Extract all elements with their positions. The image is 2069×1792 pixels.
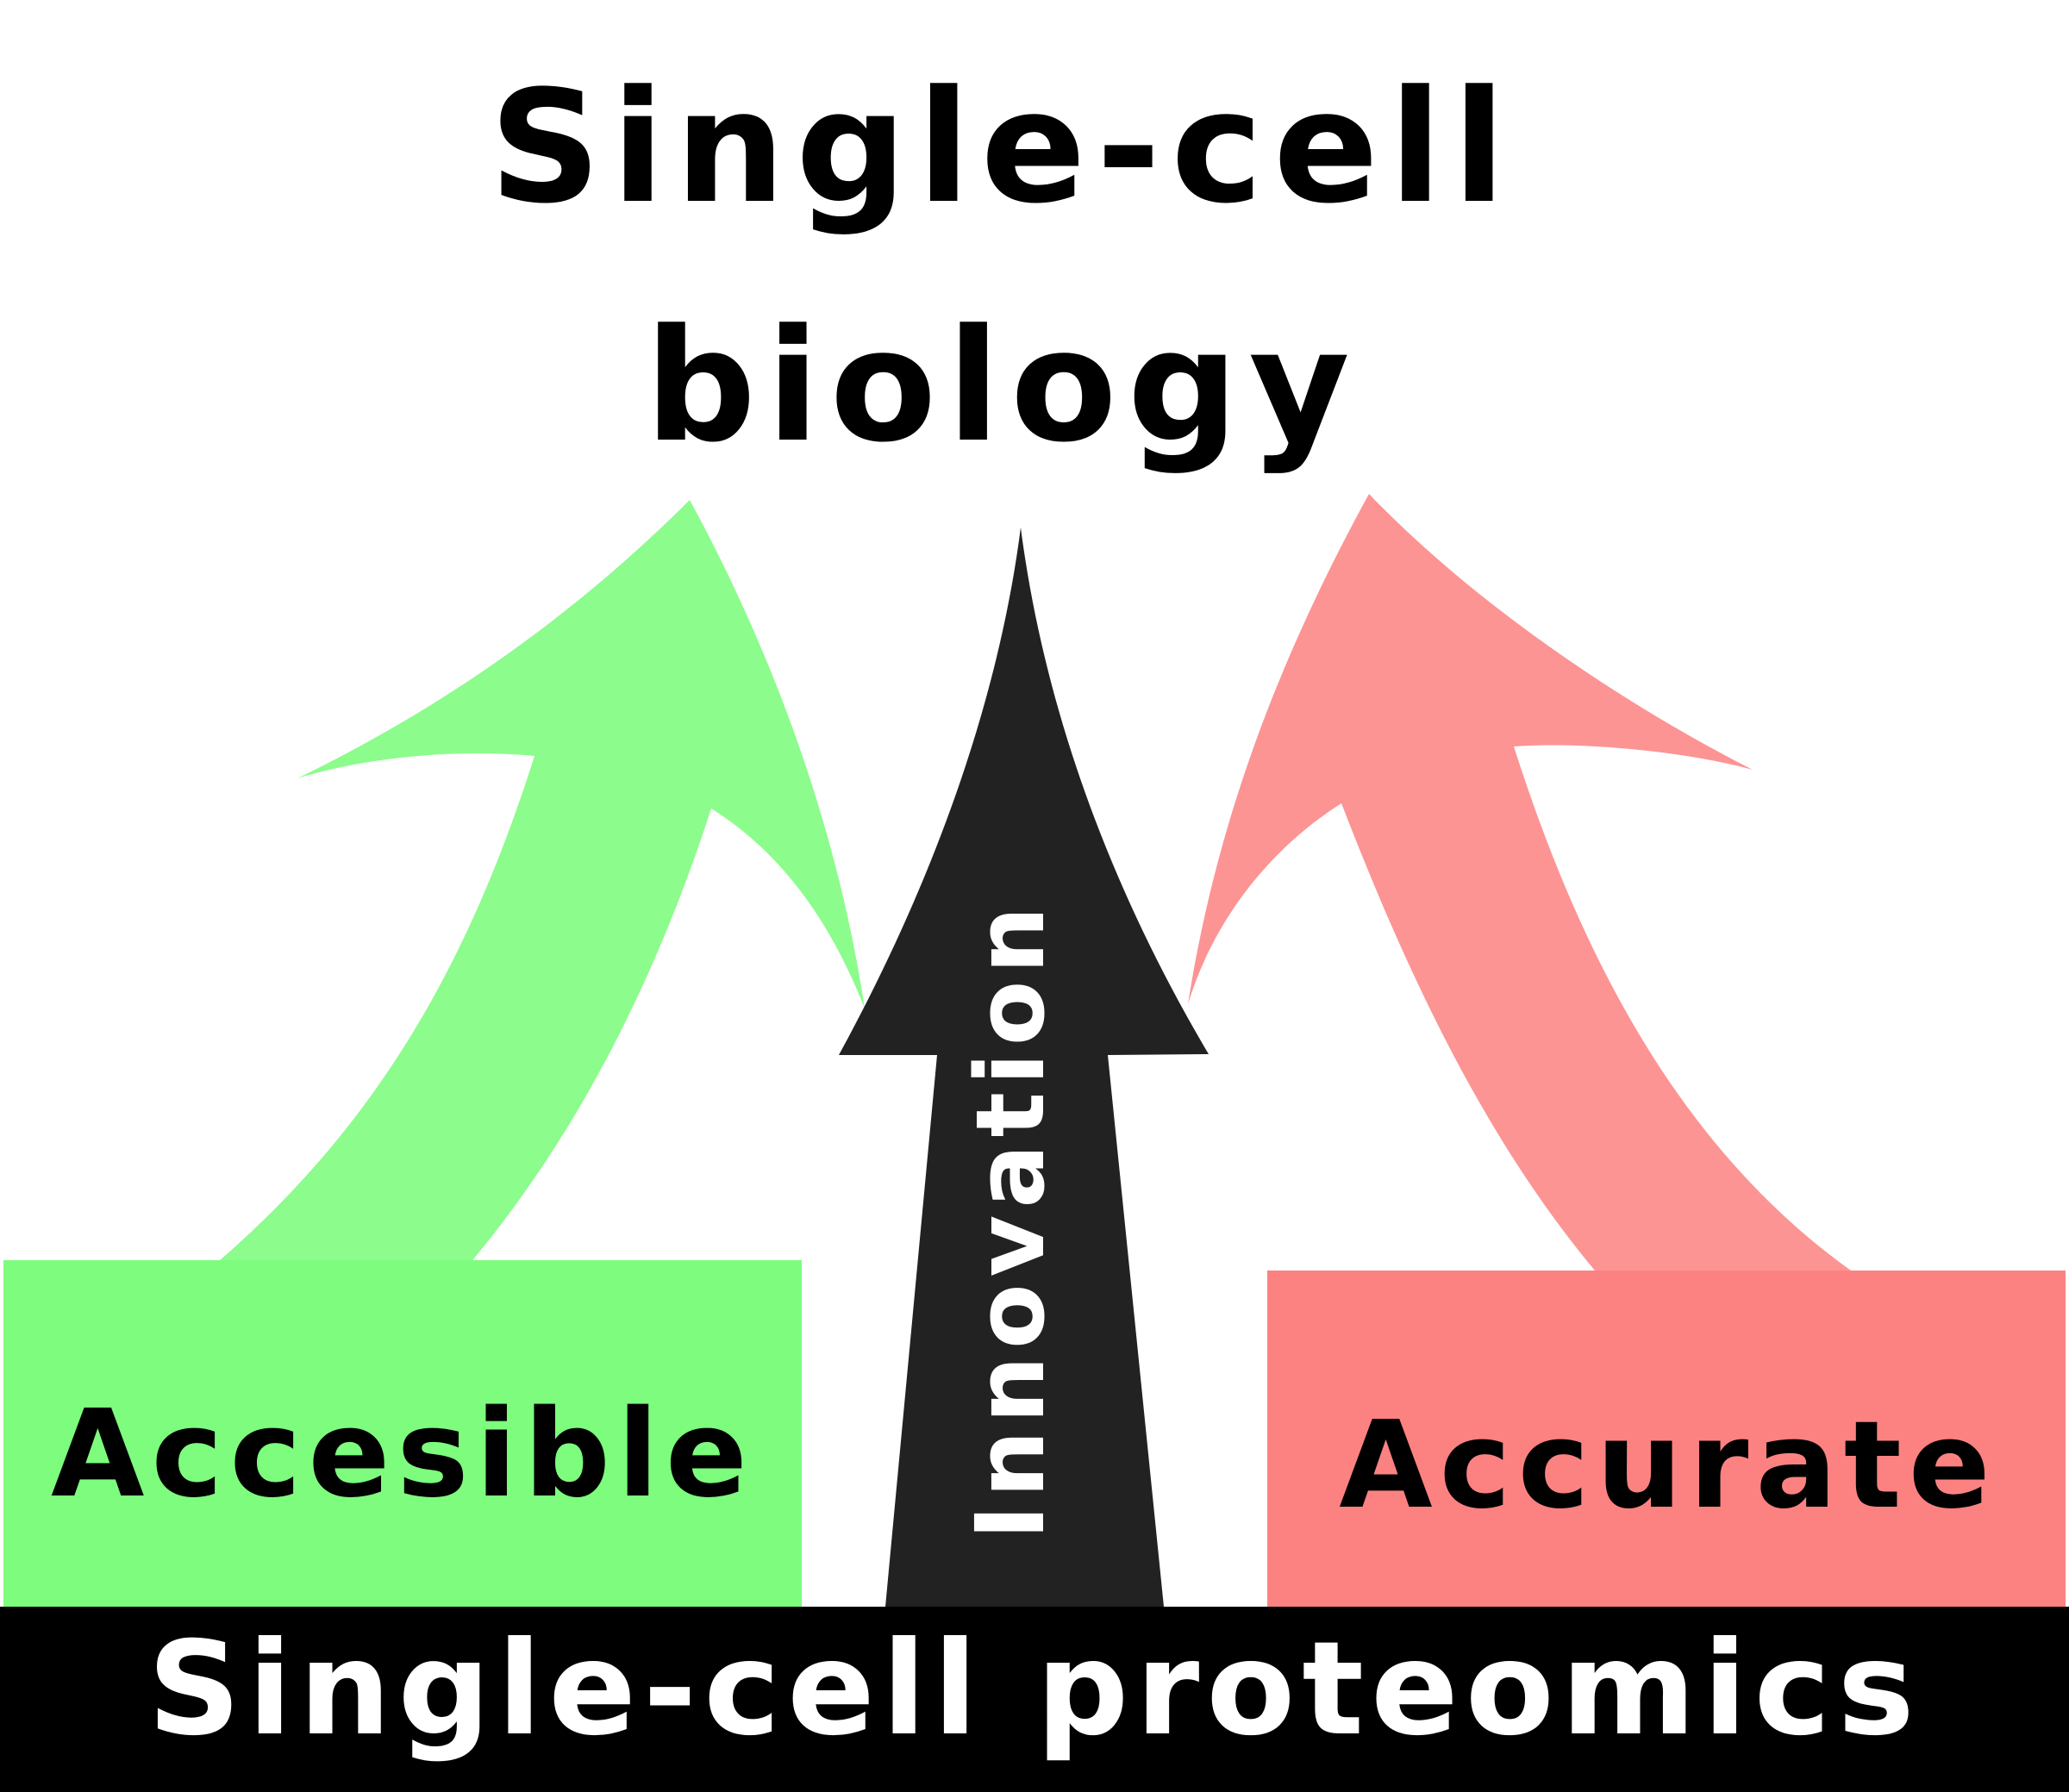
accessible-box	[3, 1260, 802, 1607]
innovation-label: Innovation	[955, 899, 1066, 1539]
footer-bar	[0, 1607, 2069, 1792]
title-line-1: Single-cell	[490, 58, 1516, 238]
accessible-label: Accesible	[51, 1384, 754, 1525]
innovation-arrow	[839, 528, 1209, 1607]
title-line-2: biology	[645, 297, 1360, 477]
accurate-label: Accurate	[1339, 1396, 1997, 1536]
accurate-box	[1267, 1271, 2066, 1607]
accessible-arrow	[220, 500, 865, 1260]
footer-label: Single-cell proteomics	[147, 1614, 1922, 1764]
accurate-arrow	[1188, 494, 1851, 1271]
